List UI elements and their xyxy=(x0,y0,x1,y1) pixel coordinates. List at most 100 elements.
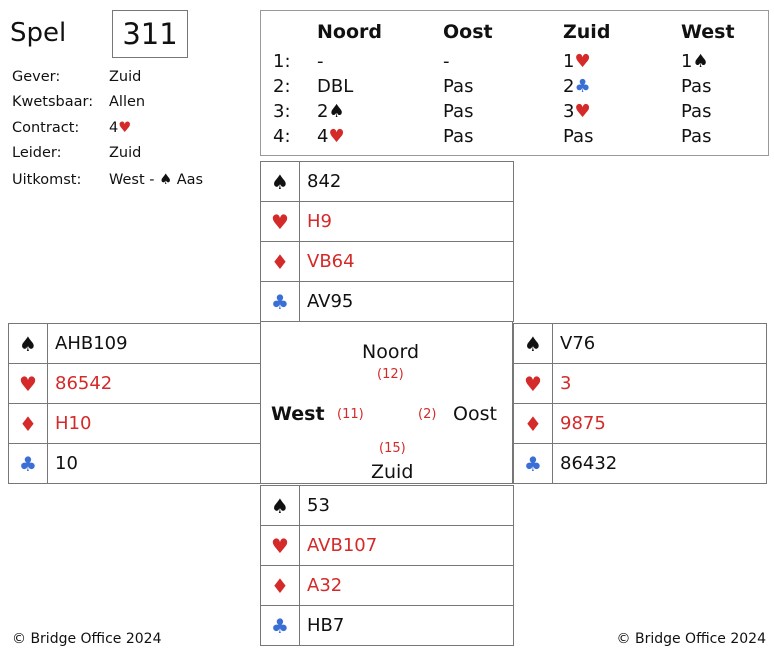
suit-row-spades: ♠ V76 xyxy=(514,324,767,364)
hand-west: ♠ AHB109 ♥ 86542 ♦ H10 ♣ 10 xyxy=(8,323,261,484)
suit-row-hearts: ♥ AVB107 xyxy=(261,526,514,566)
compass-south-label: Zuid xyxy=(371,461,414,483)
hand-south: ♠ 53 ♥ AVB107 ♦ A32 ♣ HB7 xyxy=(260,485,514,646)
compass-center: Noord (12) West (11) (2) Oost (15) Zuid xyxy=(260,321,513,484)
heart-icon: ♥ xyxy=(9,364,48,403)
suit-row-spades: ♠ 842 xyxy=(261,162,514,202)
suit-row-spades: ♠ AHB109 xyxy=(9,324,261,364)
west-hcp: (11) xyxy=(337,407,364,422)
heart-icon: ♥ xyxy=(574,101,591,122)
cards-spades: 53 xyxy=(307,495,330,516)
heart-icon: ♥ xyxy=(328,126,345,147)
diamond-icon: ♦ xyxy=(9,404,48,443)
bid-east: Pas xyxy=(443,101,474,122)
heart-icon: ♥ xyxy=(514,364,553,403)
diamond-icon: ♦ xyxy=(261,566,300,605)
bid-round-number: 4: xyxy=(273,126,291,147)
board-label: Spel xyxy=(10,18,67,48)
club-icon: ♣ xyxy=(9,444,48,483)
compass-west-label: West xyxy=(271,403,325,425)
heart-icon: ♥ xyxy=(118,120,132,136)
bid-round-number: 3: xyxy=(273,101,291,122)
suit-row-diamonds: ♦ H10 xyxy=(9,404,261,444)
suit-row-spades: ♠ 53 xyxy=(261,486,514,526)
bid-round-number: 2: xyxy=(273,76,291,97)
south-hcp: (15) xyxy=(379,441,406,456)
bid-north: 2♠ xyxy=(317,101,345,122)
east-hcp: (2) xyxy=(418,407,437,422)
club-icon: ♣ xyxy=(574,76,591,97)
bid-header-east: Oost xyxy=(443,21,493,43)
bid-east: Pas xyxy=(443,76,474,97)
club-icon: ♣ xyxy=(261,282,300,321)
bid-header-north: Noord xyxy=(317,21,382,43)
heart-icon: ♥ xyxy=(261,526,300,565)
spade-icon: ♠ xyxy=(9,324,48,363)
cards-clubs: AV95 xyxy=(307,291,354,312)
hand-north: ♠ 842 ♥ H9 ♦ VB64 ♣ AV95 xyxy=(260,161,514,322)
suit-row-clubs: ♣ 86432 xyxy=(514,444,767,484)
info-key: Uitkomst: xyxy=(12,172,82,188)
info-key: Kwetsbaar: xyxy=(12,94,94,110)
spade-icon: ♠ xyxy=(261,162,300,201)
copyright-left: © Bridge Office 2024 xyxy=(12,631,162,647)
cards-diamonds: H10 xyxy=(55,413,92,434)
diamond-icon: ♦ xyxy=(514,404,553,443)
spade-icon: ♠ xyxy=(261,486,300,525)
info-value: Zuid xyxy=(109,69,142,85)
spade-icon: ♠ xyxy=(514,324,553,363)
board-number: 311 xyxy=(112,10,188,58)
compass-east-label: Oost xyxy=(453,403,497,425)
cards-hearts: AVB107 xyxy=(307,535,378,556)
info-value: Zuid xyxy=(109,145,142,161)
bid-south: 1♥ xyxy=(563,51,591,72)
info-value: 4♥ xyxy=(109,120,132,136)
cards-diamonds: VB64 xyxy=(307,251,355,272)
bid-west: 1♠ xyxy=(681,51,709,72)
copyright-right: © Bridge Office 2024 xyxy=(616,631,766,647)
info-value: West - ♠ Aas xyxy=(109,172,204,188)
cards-diamonds: 9875 xyxy=(560,413,606,434)
bid-south: 2♣ xyxy=(563,76,591,97)
bid-south: Pas xyxy=(563,126,594,147)
diamond-icon: ♦ xyxy=(261,242,300,281)
hand-east: ♠ V76 ♥ 3 ♦ 9875 ♣ 86432 xyxy=(513,323,767,484)
cards-diamonds: A32 xyxy=(307,575,343,596)
spade-icon: ♠ xyxy=(692,51,709,72)
north-hcp: (12) xyxy=(377,367,404,382)
suit-row-diamonds: ♦ 9875 xyxy=(514,404,767,444)
suit-row-hearts: ♥ H9 xyxy=(261,202,514,242)
cards-spades: AHB109 xyxy=(55,333,128,354)
bid-east: Pas xyxy=(443,126,474,147)
club-icon: ♣ xyxy=(261,606,300,645)
bid-north: DBL xyxy=(317,76,354,97)
cards-spades: V76 xyxy=(560,333,596,354)
info-key: Leider: xyxy=(12,145,62,161)
heart-icon: ♥ xyxy=(261,202,300,241)
info-key: Gever: xyxy=(12,69,61,85)
heart-icon: ♥ xyxy=(574,51,591,72)
info-value: Allen xyxy=(109,94,146,110)
bid-north: - xyxy=(317,51,324,72)
suit-row-clubs: ♣ 10 xyxy=(9,444,261,484)
cards-clubs: HB7 xyxy=(307,615,345,636)
bid-east: - xyxy=(443,51,450,72)
cards-hearts: 86542 xyxy=(55,373,113,394)
bid-west: Pas xyxy=(681,126,712,147)
compass-north-label: Noord xyxy=(362,341,419,363)
suit-row-clubs: ♣ AV95 xyxy=(261,282,514,322)
bid-south: 3♥ xyxy=(563,101,591,122)
suit-row-diamonds: ♦ A32 xyxy=(261,566,514,606)
bid-north: 4♥ xyxy=(317,126,345,147)
cards-clubs: 86432 xyxy=(560,453,618,474)
cards-hearts: H9 xyxy=(307,211,332,232)
spade-icon: ♠ xyxy=(159,172,173,188)
suit-row-diamonds: ♦ VB64 xyxy=(261,242,514,282)
spade-icon: ♠ xyxy=(328,101,345,122)
bid-west: Pas xyxy=(681,76,712,97)
bid-round-number: 1: xyxy=(273,51,291,72)
bid-west: Pas xyxy=(681,101,712,122)
info-key: Contract: xyxy=(12,120,80,136)
club-icon: ♣ xyxy=(514,444,553,483)
cards-spades: 842 xyxy=(307,171,342,192)
